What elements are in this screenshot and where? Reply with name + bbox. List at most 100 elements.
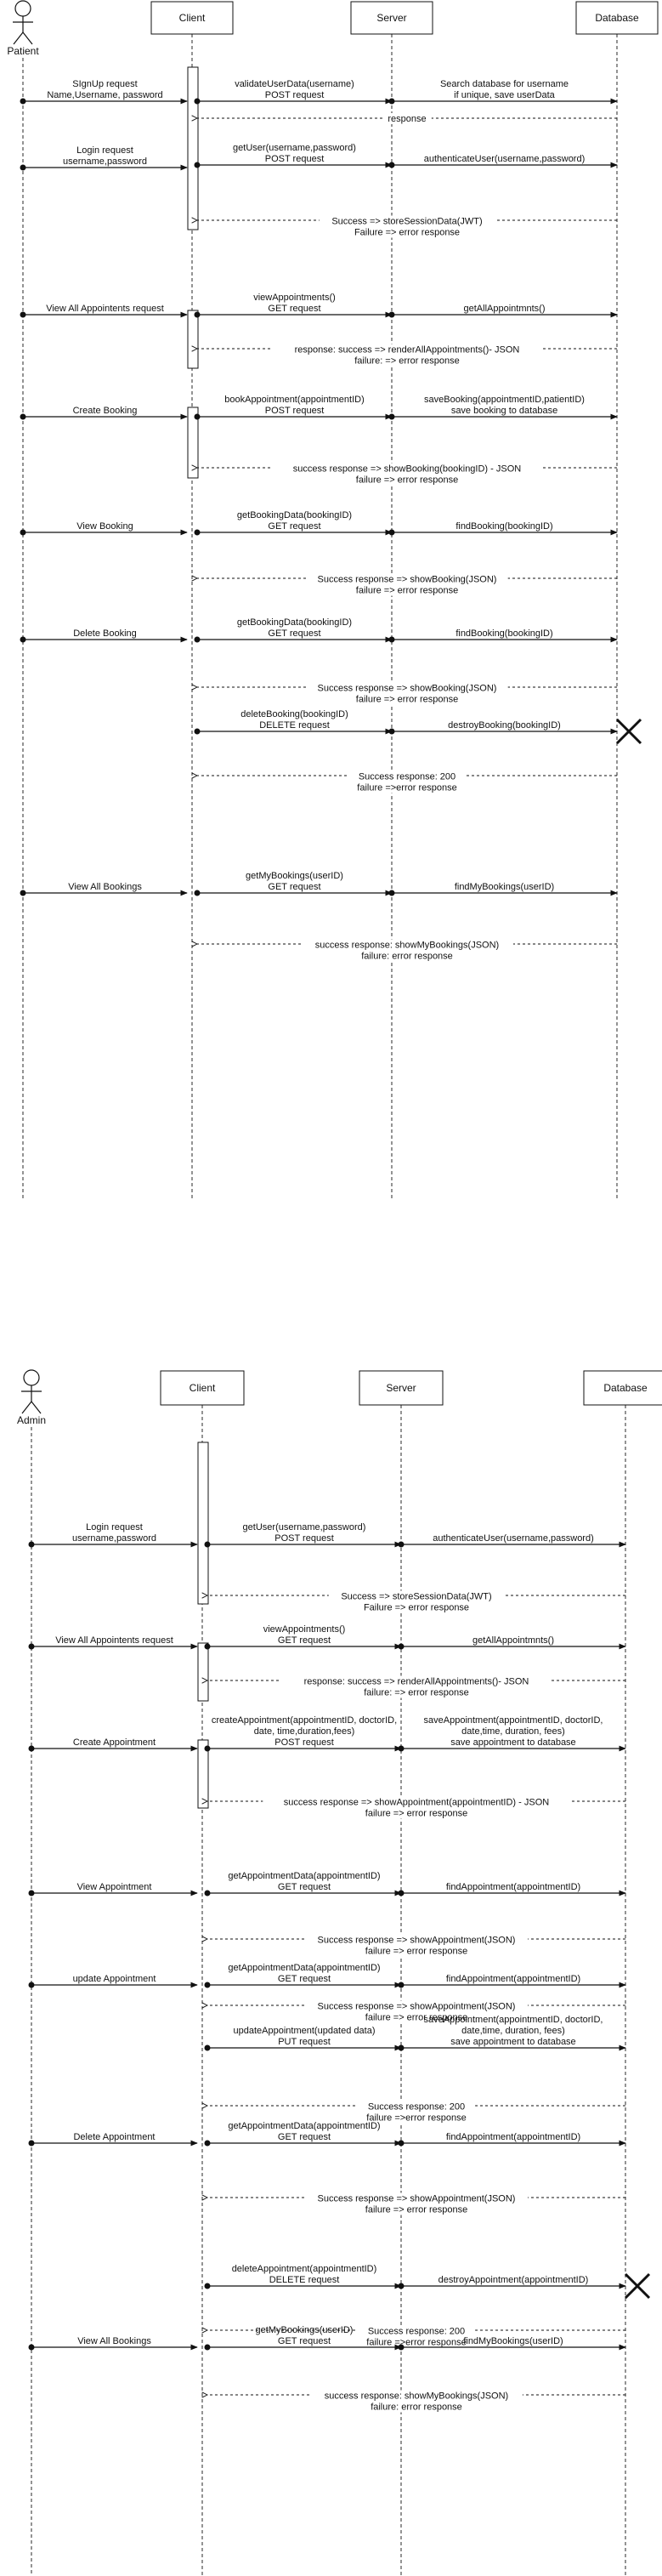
message-label: DELETE request xyxy=(259,720,330,731)
call-message: getBookingData(bookingID)GET request xyxy=(194,510,393,536)
call-message: findAppointment(appointmentID) xyxy=(398,1974,626,1988)
message-label: update Appointment xyxy=(73,1974,156,1984)
reply-message: Success response => showBooking(JSON)fai… xyxy=(197,682,617,705)
call-message: authenticateUser(username,password) xyxy=(398,1533,626,1548)
call-message: getAppointmentData(appointmentID)GET req… xyxy=(204,1871,402,1896)
message-label: Success response => showAppointment(JSON… xyxy=(318,2002,516,2012)
participant-label: Client xyxy=(179,12,206,24)
participant-label: Database xyxy=(595,12,639,24)
message-label: getMyBookings(userID) xyxy=(256,2325,354,2335)
call-message: authenticateUser(username,password) xyxy=(388,154,618,168)
message-label: Success response: 200 xyxy=(368,2102,465,2113)
message-label: GET request xyxy=(278,2336,331,2346)
message-label: response xyxy=(388,114,426,124)
reply-message: Success response => showBooking(JSON)fai… xyxy=(197,573,617,596)
actor-figure-icon xyxy=(13,0,33,45)
reply-message: success response => showBooking(bookingI… xyxy=(197,463,617,486)
call-message: findMyBookings(userID) xyxy=(398,2336,626,2351)
message-label: getMyBookings(userID) xyxy=(246,871,343,881)
call-message: findAppointment(appointmentID) xyxy=(398,1882,626,1896)
call-message: View All Bookings xyxy=(20,882,188,896)
message-label: findAppointment(appointmentID) xyxy=(446,1882,580,1892)
message-label: getAppointmentData(appointmentID) xyxy=(228,2121,380,2131)
message-label: if unique, save userData xyxy=(454,90,556,100)
message-label: failure: => error response xyxy=(364,1688,469,1698)
participant-box xyxy=(160,1370,245,1406)
reply-message: Success => storeSessionData(JWT)Failure … xyxy=(207,1590,625,1613)
call-message: View Appointment xyxy=(28,1882,198,1896)
message-label: failure => error response xyxy=(365,2205,467,2215)
call-message: getUser(username,password)POST request xyxy=(194,143,393,168)
message-label: POST request xyxy=(265,154,325,164)
call-message: getAppointmentData(appointmentID)GET req… xyxy=(204,2121,402,2147)
message-label: View All Bookings xyxy=(77,2336,151,2346)
message-label: GET request xyxy=(278,1635,331,1646)
call-message: deleteBooking(bookingID)DELETE request xyxy=(194,709,393,735)
message-label: success response: showMyBookings(JSON) xyxy=(315,941,499,951)
message-label: getAllAppointmnts() xyxy=(464,304,546,314)
message-label: GET request xyxy=(268,628,320,639)
message-label: success response => showBooking(bookingI… xyxy=(293,464,521,475)
message-label: View Appointment xyxy=(77,1882,152,1892)
message-label: failure => error response xyxy=(356,475,458,486)
call-message: destroyBooking(bookingID) xyxy=(388,720,618,735)
message-label: destroyBooking(bookingID) xyxy=(448,720,561,731)
call-message: bookAppointment(appointmentID)POST reque… xyxy=(194,395,393,420)
message-label: save booking to database xyxy=(451,406,557,416)
call-message: getAllAppointmnts() xyxy=(398,1635,626,1650)
message-label: GET request xyxy=(278,2132,331,2142)
message-label: save appointment to database xyxy=(450,2037,575,2047)
message-label: failure: error response xyxy=(361,952,453,962)
message-label: failure => error response xyxy=(356,695,458,705)
message-label: getAppointmentData(appointmentID) xyxy=(228,1871,380,1881)
message-label: Login request xyxy=(86,1522,143,1533)
call-message: getAllAppointmnts() xyxy=(388,304,618,318)
message-label: success response => showAppointment(appo… xyxy=(284,1798,549,1808)
message-label: date,time, duration, fees) xyxy=(461,2026,565,2036)
call-message: deleteAppointment(appointmentID)DELETE r… xyxy=(204,2264,402,2289)
message-label: Create Booking xyxy=(73,406,138,416)
message-label: Failure => error response xyxy=(354,228,460,238)
message-label: Success response: 200 xyxy=(368,2327,465,2337)
call-message: getAppointmentData(appointmentID)GET req… xyxy=(204,1963,402,1988)
message-label: POST request xyxy=(265,90,325,100)
call-message: Create Appointment xyxy=(28,1737,198,1752)
message-label: bookAppointment(appointmentID) xyxy=(224,395,364,405)
message-label: View All Bookings xyxy=(68,882,142,892)
message-label: saveBooking(appointmentID,patientID) xyxy=(424,395,585,405)
call-message: getUser(username,password)POST request xyxy=(204,1522,402,1548)
message-label: GET request xyxy=(268,882,320,892)
call-message: saveAppointment(appointmentID, doctorID,… xyxy=(398,1715,626,1752)
message-label: Delete Appointment xyxy=(73,2132,155,2142)
message-label: PUT request xyxy=(278,2037,331,2047)
call-message: findMyBookings(userID) xyxy=(388,882,618,896)
message-label: Success response => showAppointment(JSON… xyxy=(318,2194,516,2204)
participant-box xyxy=(359,1370,444,1406)
message-label: saveAppointment(appointmentID, doctorID, xyxy=(424,1715,603,1726)
reply-message: response: success => renderAllAppointmen… xyxy=(207,1675,625,1698)
message-label: authenticateUser(username,password) xyxy=(433,1533,594,1544)
message-label: response: success => renderAllAppointmen… xyxy=(295,345,520,355)
call-message: saveAppointment(appointmentID, doctorID,… xyxy=(398,2015,626,2051)
message-label: save appointment to database xyxy=(450,1737,575,1748)
message-label: validateUserData(username) xyxy=(235,79,354,89)
message-label: viewAppointments() xyxy=(253,293,336,303)
message-label: deleteAppointment(appointmentID) xyxy=(232,2264,377,2274)
message-label: Success response => showBooking(JSON) xyxy=(318,684,497,694)
call-message: getMyBookings(userID)GET request xyxy=(194,871,393,896)
message-label: Success => storeSessionData(JWT) xyxy=(331,217,482,227)
message-label: username,password xyxy=(63,156,147,167)
call-message: Delete Booking xyxy=(20,628,188,643)
participant-box xyxy=(350,1,433,35)
message-label: getBookingData(bookingID) xyxy=(237,617,352,628)
message-label: findAppointment(appointmentID) xyxy=(446,1974,580,1984)
participant-box xyxy=(575,1,659,35)
participant-label: Server xyxy=(376,12,406,24)
